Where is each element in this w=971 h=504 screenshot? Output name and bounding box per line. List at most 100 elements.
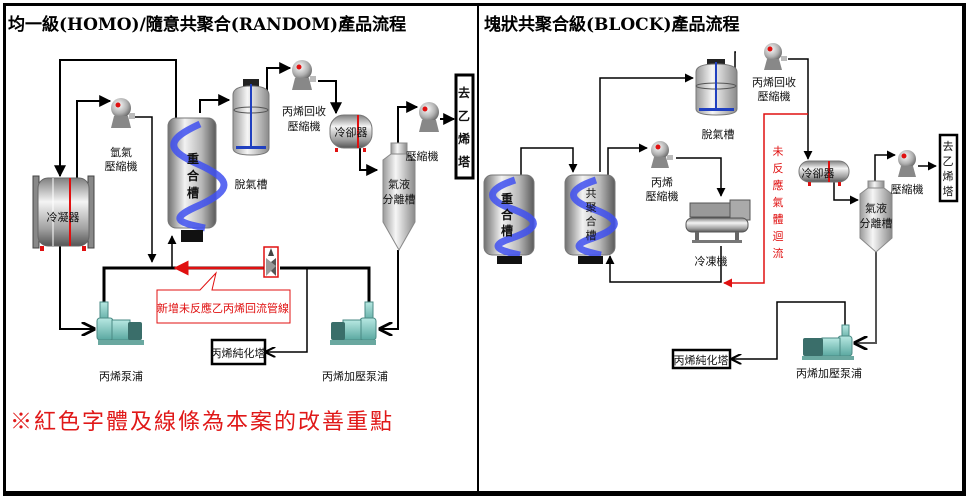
right-panel-lines: [520, 51, 937, 359]
deethanizer-label-3: 烯: [458, 131, 470, 146]
deethanizer-label-1: 去: [458, 85, 470, 100]
chiller: 冷凍機: [685, 199, 751, 268]
flow-line: [676, 157, 726, 197]
flow-line: [359, 148, 379, 176]
flow-line: [266, 268, 308, 352]
flow-line: [318, 80, 342, 115]
compressor-label: 壓縮機: [406, 149, 439, 163]
recovery-compressor-right-label-1: 丙烯回收: [752, 75, 796, 89]
outer-frame: [3, 3, 966, 496]
flow-line: [76, 95, 112, 180]
flow-line: [54, 59, 177, 178]
gas-liquid-separator-left: 氣液 分離槽: [382, 142, 416, 252]
propylene-booster-pump-right: 丙烯加壓泵浦: [796, 324, 862, 380]
callout-text: 新增未反應乙丙烯回流管線: [157, 301, 289, 315]
flow-line: [788, 58, 813, 160]
booster-pump-right-label: 丙烯加壓泵浦: [796, 367, 862, 380]
reactor-right: 重 合 槽: [483, 174, 537, 264]
recycle-label-char: 流: [773, 246, 784, 260]
separator-right-label-1: 氣液: [865, 201, 887, 215]
cooler-label: 冷卻器: [335, 126, 368, 139]
reactor-label-2: 合: [187, 168, 200, 183]
purification-tower-right-label: 丙烯純化塔: [674, 353, 729, 367]
unreacted-gas-recycle-label: 未 反 應 氣 體 迴 流: [773, 145, 784, 260]
propylene-recovery-compressor-left: 丙烯回收 壓縮機: [282, 60, 326, 133]
left-panel-lines: [54, 59, 456, 352]
flow-line: [599, 73, 694, 172]
flow-line: [397, 101, 419, 143]
purification-tower-left: 丙烯純化塔: [211, 338, 267, 366]
copolymer-reactor-label-2: 聚: [586, 201, 597, 214]
recycle-label-char: 氣: [773, 195, 784, 209]
propylene-pump-label: 丙烯泵浦: [99, 370, 143, 383]
reactor-right-label-3: 槽: [501, 223, 513, 238]
recovery-compressor-right-label-2: 壓縮機: [758, 89, 791, 103]
separator-right-label-2: 分離槽: [860, 216, 893, 230]
chiller-label: 冷凍機: [695, 254, 728, 268]
deethanizer-right-label-1: 去: [943, 140, 954, 153]
callout-new-recycle: 新增未反應乙丙烯回流管線: [156, 271, 291, 324]
flow-line: [732, 301, 846, 359]
propylene-recovery-compressor-right: 丙烯回收 壓縮機: [752, 43, 796, 103]
flow-line: [874, 150, 896, 181]
recovery-compressor-label-1: 丙烯回收: [282, 104, 326, 118]
reactor-label-3: 槽: [187, 185, 199, 200]
degassing-tank-left: 脫氣槽: [232, 79, 270, 191]
separator-label-2: 分離槽: [383, 192, 416, 206]
purification-tower-right: 丙烯純化塔: [671, 348, 732, 370]
valve: [263, 246, 279, 278]
recycle-label-char: 體: [773, 213, 784, 226]
reactor-right-label-1: 重: [501, 191, 513, 206]
degassing-tank-right: 脫氣槽: [695, 59, 738, 141]
cooler-right: 冷卻器: [798, 160, 850, 186]
hydrogen-compressor: 氫氣 壓縮機: [105, 98, 138, 173]
panel-divider: [477, 3, 479, 496]
condenser: 冷凝器: [32, 175, 95, 251]
booster-pump-label: 丙烯加壓泵浦: [322, 370, 388, 383]
flow-line: [266, 62, 292, 93]
compressor-right: 壓縮機: [891, 150, 924, 196]
reactor-left: 重 合 槽: [167, 117, 228, 242]
recycle-label-char: 未: [773, 145, 784, 158]
cooler-right-label: 冷卻器: [802, 167, 835, 180]
degassing-tank-right-label: 脫氣槽: [702, 127, 735, 141]
flow-line: [133, 116, 157, 263]
flow-line: [855, 252, 877, 343]
recycle-label-char: 反: [773, 162, 784, 175]
condenser-label: 冷凝器: [47, 210, 80, 224]
copolymer-reactor-label-4: 槽: [586, 229, 597, 242]
improvement-footnote: ※紅色字體及線條為本案的改善重點: [10, 410, 395, 435]
deethanizer-right-label-2: 乙: [943, 155, 954, 168]
flow-line: [605, 246, 722, 283]
copolymer-reactor-label-3: 合: [586, 214, 597, 228]
flow-line: [833, 182, 859, 205]
homo-random-title: 均一級(HOMO)/隨意共聚合(RANDOM)產品流程: [8, 15, 407, 35]
flow-line: [520, 147, 578, 175]
hydrogen-compressor-label-1: 氫氣: [110, 145, 132, 159]
copolymer-reactor: 共 聚 合 槽: [564, 174, 618, 264]
propylene-compressor-right: 丙烯 壓縮機: [646, 141, 679, 203]
flow-line: [280, 266, 371, 303]
purification-tower-label: 丙烯純化塔: [211, 346, 266, 360]
degassing-tank-label: 脫氣槽: [235, 177, 268, 191]
hydrogen-compressor-label-2: 壓縮機: [105, 159, 138, 173]
unreacted-gas-recycle-line: [723, 113, 808, 288]
deethanizer-right-label-4: 塔: [943, 185, 954, 198]
reactor-label-1: 重: [187, 151, 199, 166]
deethanizer-label-4: 塔: [458, 154, 471, 169]
recycle-label-char: 迴: [773, 229, 784, 243]
flow-line: [59, 244, 94, 329]
deethanizer-right-label-3: 烯: [943, 170, 954, 183]
flow-line: [199, 94, 231, 113]
compressor-left: 壓縮機: [406, 102, 439, 163]
recovery-compressor-label-2: 壓縮機: [288, 119, 321, 133]
flow-line: [734, 51, 736, 70]
gas-liquid-separator-right: 氣液 分離槽: [859, 180, 893, 253]
to-deethanizer-left: 去 乙 烯 塔: [454, 73, 475, 180]
propylene-compressor-label-1: 丙烯: [651, 176, 673, 189]
propylene-booster-pump-left: 丙烯加壓泵浦: [322, 301, 388, 383]
deethanizer-label-2: 乙: [458, 109, 470, 123]
reactor-right-label-2: 合: [501, 207, 514, 222]
propylene-pump: 丙烯泵浦: [96, 301, 144, 383]
